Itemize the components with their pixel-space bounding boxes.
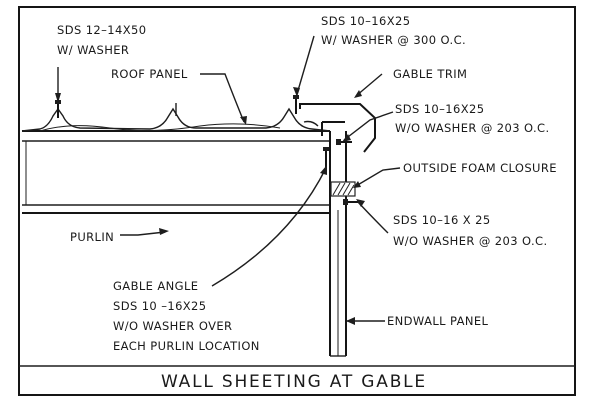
leader-arrowheads bbox=[55, 87, 365, 325]
callout-sds-washer-300-line2: W/ WASHER @ 300 O.C. bbox=[321, 33, 466, 47]
callout-roof-panel: ROOF PANEL bbox=[111, 67, 188, 81]
callout-gable-angle-line2: SDS 10 –16X25 bbox=[113, 299, 207, 313]
callout-sds-wo-203-a-line2: W/O WASHER @ 203 O.C. bbox=[395, 121, 550, 135]
roof-panel-profile bbox=[21, 107, 331, 132]
callout-gable-angle-line1: GABLE ANGLE bbox=[113, 279, 198, 293]
endwall-panel bbox=[329, 131, 347, 357]
callout-gable-angle-line3: W/O WASHER OVER bbox=[113, 319, 232, 333]
callout-gable-angle-line4: EACH PURLIN LOCATION bbox=[113, 339, 260, 353]
callout-sds-wo-203-b-line1: SDS 10–16 X 25 bbox=[393, 213, 491, 227]
callout-sds-wo-203-b-line2: W/O WASHER @ 203 O.C. bbox=[393, 234, 548, 248]
callout-outside-foam-closure: OUTSIDE FOAM CLOSURE bbox=[403, 161, 557, 175]
callout-purlin: PURLIN bbox=[70, 230, 114, 244]
gable-angle bbox=[321, 121, 352, 168]
callout-sds-washer-300-line1: SDS 10–16X25 bbox=[321, 14, 410, 28]
callout-gable-trim: GABLE TRIM bbox=[393, 67, 467, 81]
callout-sds-washer-line2: W/ WASHER bbox=[57, 43, 129, 57]
callout-sds-wo-203-a-line1: SDS 10–16X25 bbox=[395, 102, 484, 116]
gable-trim bbox=[299, 103, 376, 153]
purlin-section bbox=[22, 130, 331, 214]
callout-endwall-panel: ENDWALL PANEL bbox=[387, 314, 489, 328]
drawing-title: WALL SHEETING AT GABLE bbox=[161, 372, 427, 392]
leader-lines bbox=[57, 35, 401, 322]
callout-sds-washer-line1: SDS 12–14X50 bbox=[57, 23, 146, 37]
outside-foam-closure bbox=[330, 181, 358, 205]
drawing-frame bbox=[18, 6, 576, 396]
